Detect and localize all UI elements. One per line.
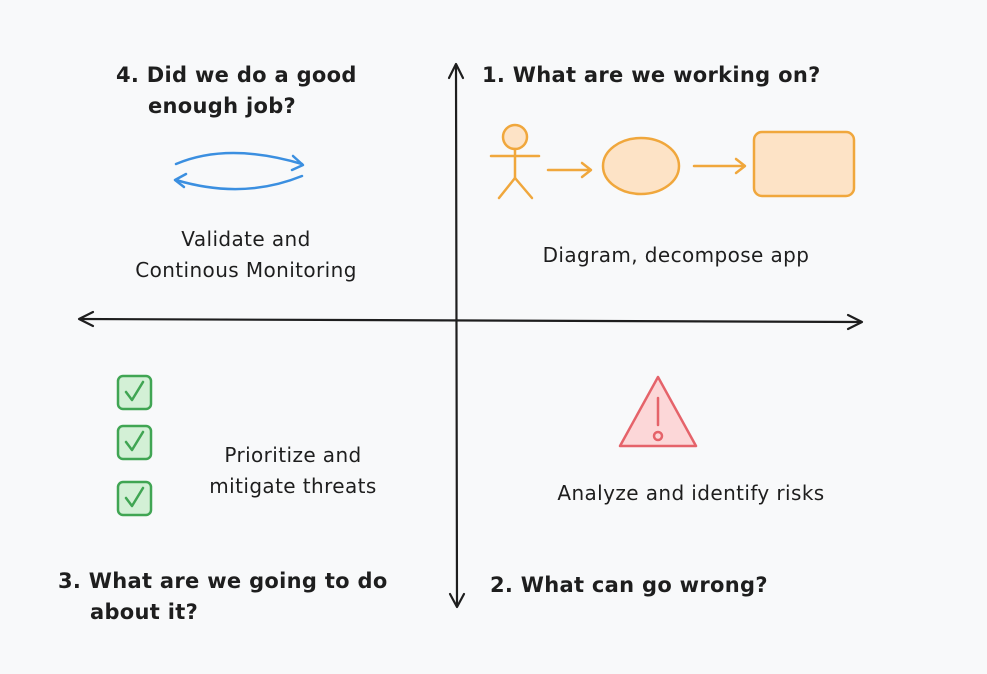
q2-title: 2. What can go wrong? bbox=[490, 573, 768, 597]
datastore-rect bbox=[752, 130, 856, 198]
q4-title-line2: enough job? bbox=[148, 94, 297, 118]
actor-head bbox=[501, 123, 529, 151]
checkbox-icon bbox=[116, 374, 153, 411]
vertical-axis-arrow-top bbox=[447, 62, 465, 80]
q3-description-line1: Prioritize and bbox=[224, 443, 362, 467]
q3-title-line2: about it? bbox=[90, 600, 199, 624]
q4-description: Validate and Continous Monitoring bbox=[108, 224, 384, 286]
actor-flow-icon bbox=[489, 123, 856, 200]
checklist-icons bbox=[116, 374, 153, 517]
process-ellipse bbox=[601, 136, 681, 196]
q1-title: 1. What are we working on? bbox=[482, 63, 821, 87]
vertical-axis bbox=[454, 64, 459, 608]
checkbox-icon bbox=[116, 424, 153, 461]
q1-description: Diagram, decompose app bbox=[542, 243, 810, 267]
q4-description-line1: Validate and bbox=[181, 227, 311, 251]
horizontal-axis-arrow-right bbox=[846, 313, 864, 331]
q4-title-line1: 4. Did we do a good bbox=[116, 63, 357, 87]
q3-description: Prioritize and mitigate threats bbox=[182, 440, 404, 502]
q3-title-line1: 3. What are we going to do bbox=[58, 569, 388, 593]
horizontal-axis bbox=[78, 317, 863, 324]
warning-triangle-icon bbox=[618, 375, 698, 448]
q4-title: 4. Did we do a good enough job? bbox=[116, 60, 357, 122]
q3-title: 3. What are we going to do about it? bbox=[58, 566, 388, 628]
cycle-arrows-icon bbox=[173, 151, 305, 191]
vertical-axis-arrow-bottom bbox=[448, 592, 466, 609]
horizontal-axis-arrow-left bbox=[77, 310, 95, 328]
checkbox-icon bbox=[116, 480, 153, 517]
q2-description: Analyze and identify risks bbox=[557, 481, 825, 505]
q3-description-line2: mitigate threats bbox=[209, 474, 377, 498]
q4-description-line2: Continous Monitoring bbox=[135, 258, 357, 282]
